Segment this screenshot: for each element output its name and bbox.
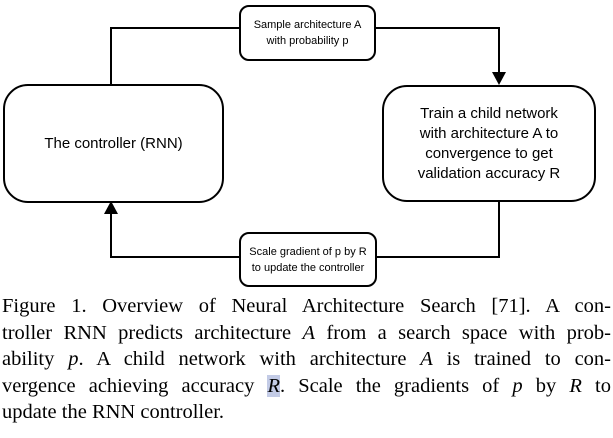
math-var-A: A bbox=[420, 348, 433, 370]
caption-text: vergence achieving accuracy bbox=[2, 374, 268, 397]
caption-line: vergence achieving accuracy R. Scale the… bbox=[2, 373, 611, 400]
caption-text: troller RNN predicts architecture bbox=[2, 321, 303, 344]
caption-line: Figure 1. Overview of Neural Architectur… bbox=[2, 293, 611, 320]
sample-label-line: with probability p bbox=[266, 35, 349, 47]
arrowhead-down-icon bbox=[492, 72, 506, 85]
caption-text: by bbox=[522, 374, 570, 397]
caption-text: to bbox=[581, 374, 611, 397]
math-var-R-highlighted: R bbox=[267, 374, 280, 397]
controller-box: The controller (RNN) bbox=[3, 84, 224, 203]
caption-line: ability p. A child network with architec… bbox=[2, 346, 611, 373]
scale-label-line: to update the controller bbox=[251, 261, 365, 274]
child-box-line: with architecture A to bbox=[419, 124, 559, 142]
child-network-box: Train a child network with architecture … bbox=[382, 85, 596, 202]
sample-architecture-label-box: Sample architecture A with probability p bbox=[239, 5, 376, 61]
sample-label-line: Sample architecture A bbox=[253, 19, 362, 31]
controller-box-label: The controller (RNN) bbox=[44, 135, 183, 152]
caption-text: . Scale the gradients of bbox=[280, 374, 513, 397]
child-box-line: validation accuracy R bbox=[417, 164, 561, 182]
caption-text: Figure 1. Overview of Neural Architectur… bbox=[2, 295, 611, 317]
math-var-p: p bbox=[68, 348, 79, 370]
figure-caption: Figure 1. Overview of Neural Architectur… bbox=[2, 293, 611, 426]
caption-text: ability bbox=[2, 348, 69, 370]
math-var-A: A bbox=[302, 321, 316, 344]
connector-top-right-vertical bbox=[498, 27, 500, 74]
caption-text: from a search space with prob- bbox=[315, 321, 611, 344]
caption-line: update the RNN controller. bbox=[2, 399, 611, 426]
scale-gradient-label-box: Scale gradient of p by R to update the c… bbox=[239, 232, 377, 287]
connector-top-right-horizontal bbox=[371, 27, 499, 29]
connector-top-left-horizontal bbox=[110, 27, 240, 29]
math-var-R: R bbox=[569, 374, 582, 397]
connector-top-left-vertical bbox=[110, 27, 112, 85]
connector-bottom-right-horizontal bbox=[372, 256, 500, 258]
caption-text: . A child network with architecture bbox=[78, 348, 421, 370]
caption-text: is trained to con- bbox=[432, 348, 611, 370]
connector-bottom-right-vertical bbox=[498, 197, 500, 258]
connector-bottom-left-horizontal bbox=[110, 256, 240, 258]
child-box-line: convergence to get bbox=[425, 144, 553, 162]
connector-bottom-left-vertical bbox=[110, 212, 112, 258]
child-box-line: Train a child network bbox=[420, 104, 558, 122]
caption-text: update the RNN controller. bbox=[2, 401, 225, 423]
scale-label-line: Scale gradient of p by R bbox=[249, 245, 367, 258]
caption-line: troller RNN predicts architecture A from… bbox=[2, 320, 611, 347]
math-var-p: p bbox=[512, 374, 523, 397]
arrowhead-up-icon bbox=[104, 201, 118, 214]
